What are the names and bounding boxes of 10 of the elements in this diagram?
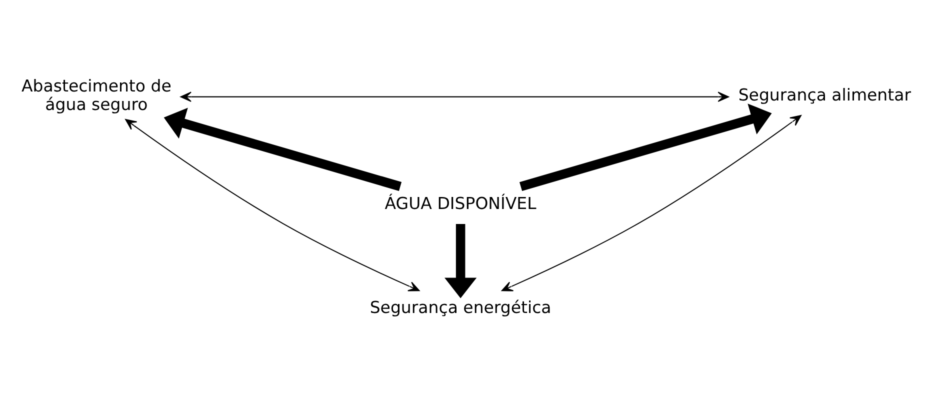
arrow: [519, 104, 772, 191]
arrow: [501, 115, 802, 292]
node-text: Segurança alimentar: [738, 86, 912, 105]
node-text: Segurança energética: [370, 298, 552, 318]
arrow: [125, 119, 420, 292]
arrow: [444, 224, 477, 298]
arrow: [180, 92, 729, 102]
node-text: ÁGUA DISPONÍVEL: [384, 194, 536, 214]
node-text: Abastecimento de água seguro: [22, 76, 172, 114]
arrow: [164, 108, 402, 191]
